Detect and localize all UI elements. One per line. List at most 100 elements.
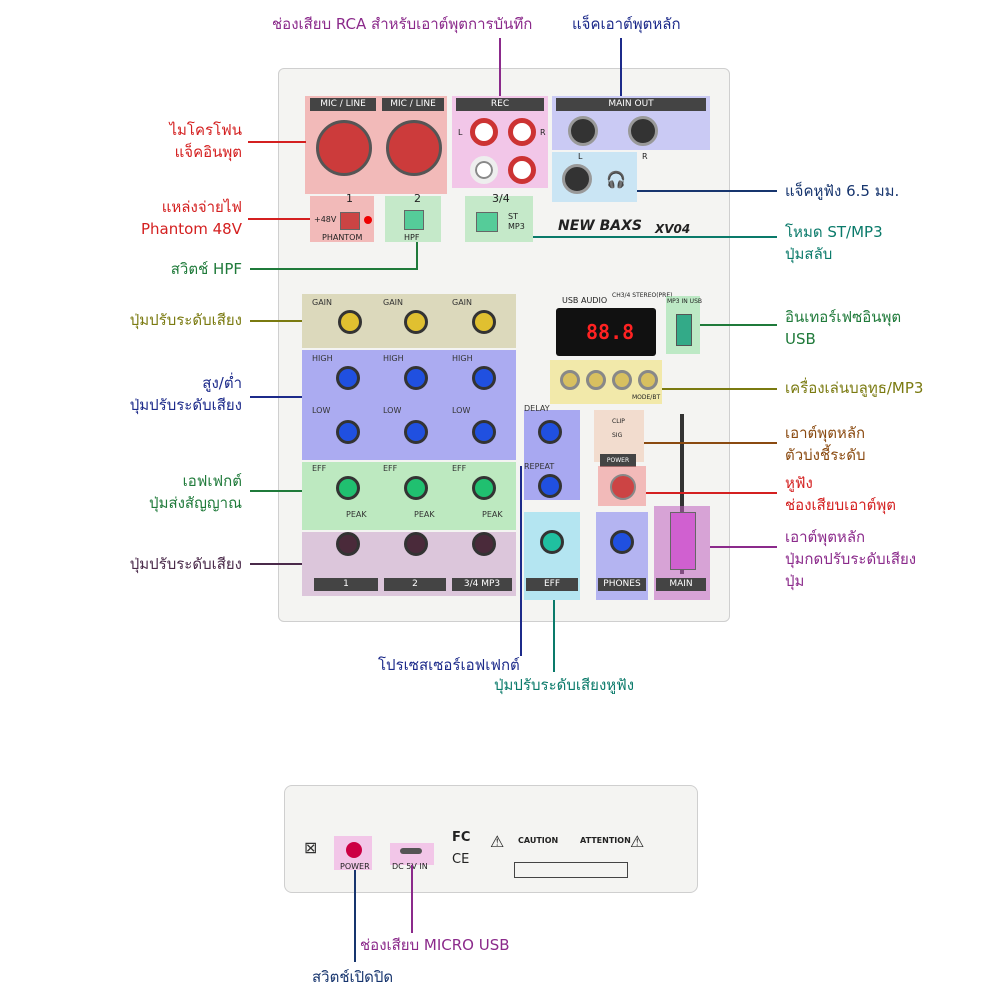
label-phones-out-1: หูฟัง [785,474,813,492]
peak-label-3: PEAK [482,510,503,519]
gain-label-1: GAIN [312,298,333,307]
line-micro-usb [411,865,413,933]
line-phones-vol [553,600,555,672]
high-knob-1[interactable] [336,366,360,390]
gain-knob-2[interactable] [404,310,428,334]
line-mic [248,141,306,143]
line-phones-out [646,492,777,494]
label-micro-usb: ช่องเสียบ MICRO USB [360,936,510,954]
line-bt [662,388,777,390]
low-knob-1[interactable] [336,420,360,444]
phantom-label: PHANTOM [322,233,363,242]
main-out-jack-r[interactable] [628,116,658,146]
mp3-switch-label: MP3 [508,222,525,231]
low-knob-3[interactable] [472,420,496,444]
label-mic-line: ไมโครโฟน แจ็คอินพุต [169,119,242,163]
label-eff-1: เอฟเฟกต์ [182,472,242,490]
high-label-2: HIGH [383,354,404,363]
high-label-3: HIGH [452,354,473,363]
label-meter-1: เอาต์พุตหลัก [785,424,866,442]
label-meter-2: ตัวบ่งชี้ระดับ [785,446,866,464]
strip-tag-34: 3/4 MP3 [452,578,512,591]
high-knob-2[interactable] [404,366,428,390]
eff-knob-1[interactable] [336,476,360,500]
rec-rca-r1[interactable] [508,118,536,146]
strip-tag-2: 2 [384,578,446,591]
mic-line-tag-1: MIC / LINE [310,98,376,111]
label-headphone-jack: แจ็คหูฟัง 6.5 มม. [785,182,900,200]
phantom-switch[interactable] [340,212,360,230]
eff-knob-3[interactable] [472,476,496,500]
xlr-input-2[interactable] [386,120,442,176]
main-fader-knob[interactable] [670,512,696,570]
rec-rca-l2[interactable] [470,156,498,184]
volume-knob-3[interactable] [472,532,496,556]
eff-master-knob[interactable] [540,530,564,554]
line-headphone-jack [637,190,777,192]
bt-mode-button[interactable] [638,370,658,390]
power-led-tag: POWER [600,454,636,467]
st-mp3-switch[interactable] [476,212,498,232]
line-hpf-h [250,268,418,270]
repeat-label: REPEAT [524,462,555,471]
power-label: POWER [340,862,370,871]
volume-knob-1[interactable] [336,532,360,556]
label-st-mp3: โหมด ST/MP3 ปุ่มสลับ [785,221,883,265]
label-power-switch: สวิตช์เปิดปิด [312,968,394,986]
label-main-fader-3: ปุ่ม [785,572,805,590]
label-main-fader: เอาต์พุตหลัก ปุ่มกดปรับระดับเสียง ปุ่ม [785,526,916,592]
label-phantom-1: แหล่งจ่ายไฟ [161,198,242,216]
peak-label-1: PEAK [346,510,367,519]
usb-port[interactable] [676,314,692,346]
label-main-fader-1: เอาต์พุตหลัก [785,528,866,546]
label-rca-rec: ช่องเสียบ RCA สำหรับเอาต์พุตการบันทึก [272,15,533,33]
main-out-jack-l[interactable] [568,116,598,146]
label-main-fader-2: ปุ่มกดปรับระดับเสียง [785,550,917,568]
label-phones-out: หูฟัง ช่องเสียบเอาต์พุต [785,472,896,516]
label-st-mp3-2: ปุ่มสลับ [785,245,833,263]
line-eff-proc [520,466,522,656]
micro-usb-port[interactable] [400,848,422,854]
rec-rca-r2[interactable] [508,156,536,184]
high-knob-3[interactable] [472,366,496,390]
phones-vol-knob[interactable] [610,530,634,554]
serial-box [514,862,628,878]
main-fader-track [680,414,684,574]
xlr-input-1[interactable] [316,120,372,176]
phones-out-jack[interactable] [610,474,636,500]
label-vol: ปุ่มปรับระดับเสียง [129,555,242,573]
low-knob-2[interactable] [404,420,428,444]
delay-label: DELAY [524,404,550,413]
rec-rca-l1[interactable] [470,118,498,146]
label-meter: เอาต์พุตหลัก ตัวบ่งชี้ระดับ [785,422,866,466]
mp3-display [556,308,656,356]
strip-tag-1: 1 [314,578,378,591]
headphone-jack[interactable] [562,164,592,194]
power-switch[interactable] [346,842,362,858]
gain-label-2: GAIN [383,298,404,307]
recycle-bin-icon: ⊠ [304,838,318,857]
gain-knob-3[interactable] [472,310,496,334]
bt-next-button[interactable] [612,370,632,390]
bt-play-button[interactable] [586,370,606,390]
label-eq: สูง/ต่ำ ปุ่มปรับระดับเสียง [130,372,242,416]
bt-prev-button[interactable] [560,370,580,390]
gain-knob-1[interactable] [338,310,362,334]
main-out-l-label: L [578,152,583,161]
line-eff [250,490,302,492]
label-usb: อินเทอร์เฟซอินพุต USB [785,306,901,350]
label-phantom-2: Phantom 48V [140,220,242,238]
delay-knob[interactable] [538,420,562,444]
repeat-knob[interactable] [538,474,562,498]
high-label-1: HIGH [312,354,333,363]
volume-knob-2[interactable] [404,532,428,556]
v48-label: +48V [314,215,337,224]
hpf-switch[interactable] [404,210,424,230]
label-st-mp3-1: โหมด ST/MP3 [785,223,883,241]
eff-knob-2[interactable] [404,476,428,500]
dc5v-label: DC 5V IN [392,862,428,871]
gain-label-3: GAIN [452,298,473,307]
line-eq [250,396,302,398]
eff-tag: EFF [526,578,578,591]
mic-line-tag-2: MIC / LINE [382,98,444,111]
